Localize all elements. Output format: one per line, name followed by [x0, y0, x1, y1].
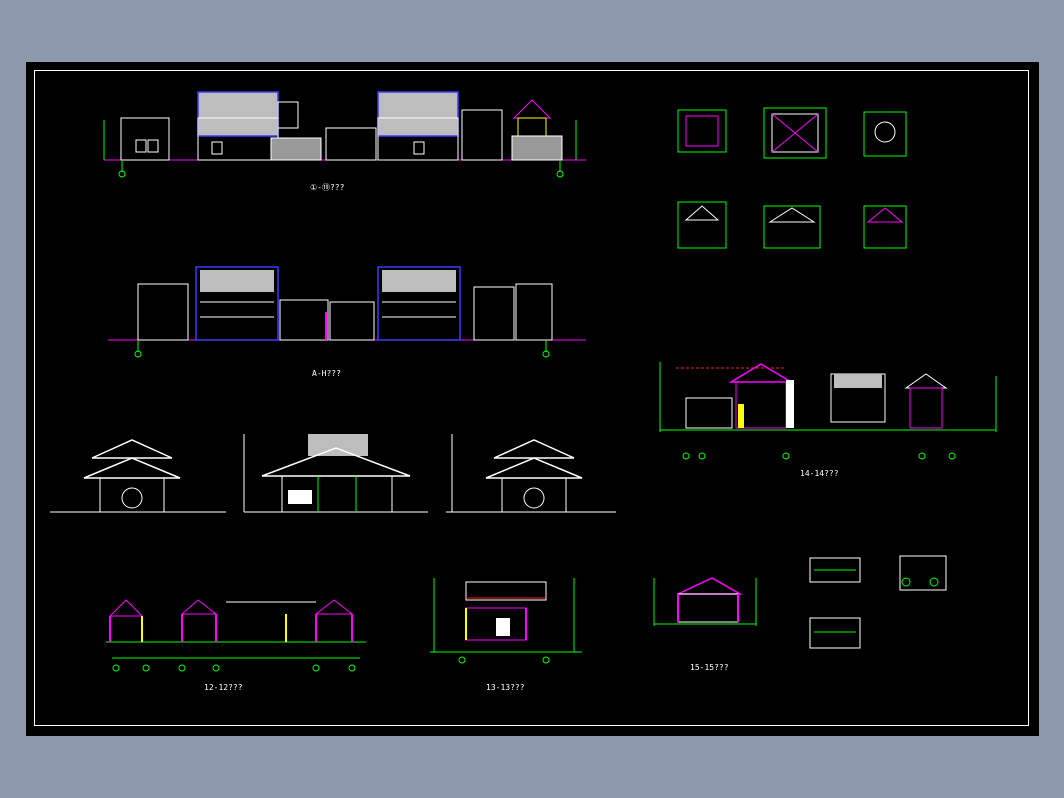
section-12: 12-12??? — [106, 599, 366, 692]
section-12-title: 12-12??? — [204, 683, 243, 692]
elevation-1: ①-⑲??? — [103, 91, 586, 192]
elevation-a-title: A-H??? — [312, 369, 341, 378]
elevation-1-title: ①-⑲??? — [310, 183, 345, 192]
section-14-title: 14-14??? — [800, 469, 839, 478]
section-14: 14-14??? — [659, 362, 997, 478]
drawing-frame — [34, 70, 1029, 726]
section-13-title: 13-13??? — [486, 683, 525, 692]
pavilion-details — [677, 107, 907, 249]
section-15-title: 15-15??? — [690, 663, 729, 672]
cad-drawing: ①-⑲??? A-H??? — [50, 91, 997, 692]
pavilion-elevations — [50, 434, 616, 513]
drawing-sheet: ①-⑲??? A-H??? — [26, 62, 1039, 736]
section-15: 15-15??? — [653, 577, 757, 672]
section-13: 13-13??? — [430, 578, 582, 692]
elevation-a: A-H??? — [108, 266, 586, 378]
detail-symbols — [809, 555, 947, 649]
